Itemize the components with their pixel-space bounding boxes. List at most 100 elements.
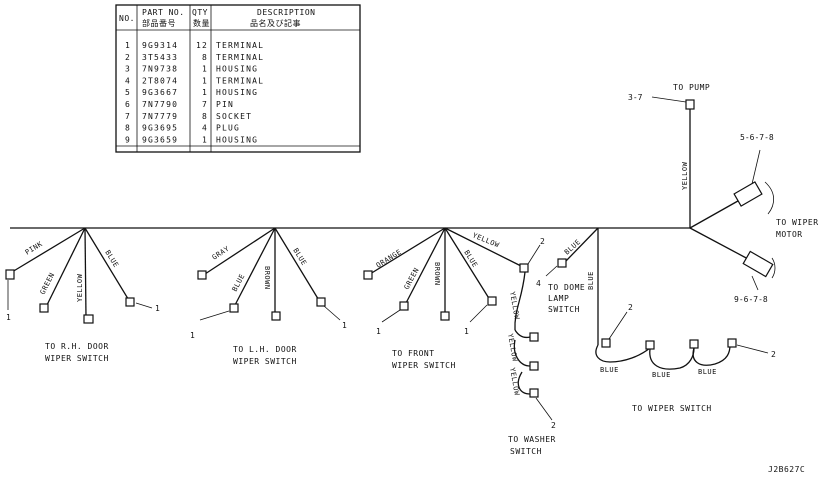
- pump-yellow-label: YELLOW: [681, 161, 689, 190]
- table-row: 9 9G3659 1 HOUSING: [125, 135, 258, 144]
- cell-no: 3: [125, 65, 131, 74]
- motor-label-line1: TO WIPER: [776, 218, 819, 227]
- rh-blue-leader: [135, 302, 153, 309]
- dome-callout: 4: [536, 279, 541, 288]
- front-blue-connector: [487, 296, 497, 306]
- lh-blue2-wire: [274, 227, 321, 303]
- cell-qty: 1: [202, 88, 208, 97]
- lh-blue2-label: BLUE: [291, 247, 308, 267]
- washer-connector-1: [529, 332, 539, 342]
- motor-lower-branch-line: [689, 227, 751, 261]
- lh-blue-label: BLUE: [231, 273, 247, 293]
- header-part-no: PART NO.: [142, 8, 185, 17]
- cell-part-no: 9G3659: [142, 135, 178, 144]
- washer-branch: YELLOW 2 YELLOW YELLOW YELLOW 2 TO WASHE…: [444, 227, 556, 456]
- motor-upper-leader: [751, 149, 761, 185]
- pump-leader: [651, 96, 687, 103]
- wiper-switch-label: TO WIPER SWITCH: [632, 404, 712, 413]
- ws-connector-3: [689, 339, 699, 349]
- parts-table: NO. PART NO. 部品番号 QTY 数量 DESCRIPTION 品名及…: [115, 4, 361, 153]
- motor-lower-bracket: [771, 257, 776, 279]
- cell-qty: 12: [196, 41, 208, 50]
- ws-top-leader: [608, 311, 628, 340]
- lh-blue-leader: [199, 310, 230, 321]
- rh-blue-wire: [84, 227, 131, 303]
- rh-pink-connector: [5, 269, 15, 280]
- cell-description: HOUSING: [216, 88, 258, 97]
- rh-blue-label: BLUE: [103, 249, 120, 269]
- rh-yellow-wire: [84, 227, 87, 319]
- ws-connector-1: [601, 338, 611, 348]
- front-green-connector: [399, 301, 409, 311]
- dome-leader: [545, 265, 558, 277]
- cell-part-no: 9G9314: [142, 41, 178, 50]
- rh-green-connector: [39, 303, 49, 313]
- cell-part-no: 7N7779: [142, 112, 178, 121]
- motor-lower-connector: [742, 250, 774, 278]
- cell-description: SOCKET: [216, 112, 252, 121]
- dome-label-line2: LAMP: [548, 294, 569, 303]
- rh-door-label-line2: WIPER SWITCH: [45, 354, 109, 363]
- harness-trunk: [10, 108, 751, 345]
- cell-description: PLUG: [216, 124, 240, 133]
- ws-blue-label-3: BLUE: [698, 368, 717, 376]
- washer-yellow-label-3: YELLOW: [508, 367, 521, 397]
- pump-branch: YELLOW 3-7 TO PUMP: [628, 83, 710, 190]
- washer-bottom-callout: 2: [551, 421, 556, 430]
- front-brown-label: BROWN: [433, 262, 441, 286]
- cell-no: 9: [125, 135, 131, 144]
- front-orange-wire: [369, 227, 446, 275]
- lh-blue-callout: 1: [190, 331, 195, 340]
- cell-part-no: 7N7790: [142, 100, 178, 109]
- lh-brown-label: BROWN: [263, 266, 271, 290]
- rh-door-branch: PINK GREEN YELLOW BLUE 1 1 TO R.H. DOOR …: [5, 227, 160, 363]
- washer-wire-3: [517, 371, 531, 395]
- front-orange-connector: [363, 270, 373, 280]
- washer-wire-1b: [514, 329, 531, 339]
- header-qty: QTY: [192, 8, 208, 17]
- cell-qty: 8: [202, 112, 208, 121]
- table-border: [115, 4, 361, 153]
- rh-blue-connector: [125, 297, 135, 307]
- header-no: NO.: [119, 14, 135, 23]
- motor-upper-bracket: [764, 181, 775, 215]
- washer-wire-1: [514, 271, 526, 331]
- cell-part-no: 7N9738: [142, 65, 178, 74]
- rh-door-label-line1: TO R.H. DOOR: [45, 342, 109, 351]
- washer-top-connector: [519, 263, 529, 273]
- wiper-switch-branch: BLUE 2 BLUE BLUE BLUE 2 TO WIPER SWITCH: [587, 271, 776, 413]
- cell-no: 4: [125, 76, 131, 85]
- ws-connector-4: [727, 338, 737, 348]
- cell-description: TERMINAL: [216, 76, 264, 85]
- washer-yellow-trunk: [444, 227, 526, 269]
- cell-no: 5: [125, 88, 131, 97]
- ws-wire-2: [649, 347, 695, 370]
- header-description-sub: 品名及び記事: [250, 18, 301, 28]
- ws-wire-1: [595, 344, 651, 363]
- cell-description: TERMINAL: [216, 53, 264, 62]
- cell-qty: 1: [202, 76, 208, 85]
- lh-brown-connector: [271, 311, 281, 321]
- header-part-no-sub: 部品番号: [142, 18, 176, 28]
- cell-description: TERMINAL: [216, 41, 264, 50]
- cell-no: 2: [125, 53, 131, 62]
- pump-label: TO PUMP: [673, 83, 710, 92]
- front-wiper-branch: ORANGE GREEN BROWN BLUE 1 1 TO FRONT WIP…: [363, 227, 497, 370]
- lh-gray-connector: [197, 270, 207, 280]
- motor-upper-connector: [733, 181, 763, 207]
- cell-qty: 1: [202, 135, 208, 144]
- cell-qty: 8: [202, 53, 208, 62]
- cell-qty: 7: [202, 100, 208, 109]
- front-label-line2: WIPER SWITCH: [392, 361, 456, 370]
- washer-top-leader: [527, 244, 541, 265]
- cell-description: HOUSING: [216, 135, 258, 144]
- front-label-line1: TO FRONT: [392, 349, 435, 358]
- front-green-wire: [404, 227, 446, 306]
- rh-yellow-label: YELLOW: [76, 273, 84, 302]
- front-orange-label: ORANGE: [375, 248, 403, 270]
